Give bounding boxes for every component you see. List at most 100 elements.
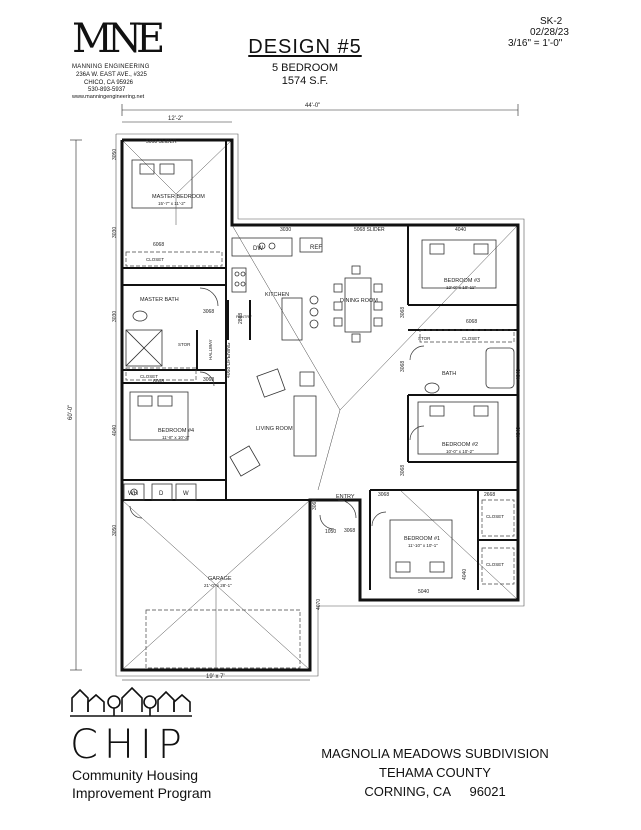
fixture-d: D	[159, 491, 164, 497]
fixture-wh: WH	[128, 491, 138, 497]
master-bed	[131, 159, 193, 209]
label-slider-main: 5068 SLIDER	[354, 227, 385, 233]
room-stor-b3: STOR	[418, 336, 431, 341]
chip-logo-text: CHIP	[70, 722, 188, 768]
room-master-bath: MASTER BATH	[140, 297, 179, 303]
sheet-number: SK-2	[540, 16, 563, 27]
room-bedroom3-size: 12'-0" x 10'-11"	[446, 285, 476, 290]
label-win-5040: 5040	[418, 589, 429, 595]
fixture-dw: DW	[253, 246, 263, 252]
company-city: CHICO, CA 95926	[84, 80, 134, 86]
bedroom2-bed	[417, 401, 499, 455]
sofa	[293, 395, 317, 457]
room-master-closet: CLOSET	[146, 257, 164, 262]
kitchen-island	[281, 297, 303, 341]
subdivision-zip: 96021	[469, 784, 506, 799]
label-opening-4068: 4068 OPENING	[226, 342, 232, 378]
room-living: LIVING ROOM	[256, 426, 293, 432]
label-door-1050: 1050	[325, 529, 336, 535]
armchair-1	[256, 368, 286, 398]
room-dining: DINING ROOM	[340, 298, 378, 304]
label-win-garage: 3050	[112, 525, 118, 536]
label-door-b3-closet: 6068	[466, 319, 477, 325]
room-kitchen: KITCHEN	[265, 292, 289, 298]
design-title: DESIGN #5	[248, 36, 362, 58]
company-web: www.manningengineering.net	[72, 94, 145, 100]
dim-overall-depth: 60'-0"	[68, 405, 74, 420]
room-garage: GARAGE	[208, 576, 232, 582]
room-closet-2: CLOSET	[486, 562, 504, 567]
exterior-walls	[120, 138, 520, 672]
kitchen-counter	[231, 237, 293, 257]
label-win-b1: 4040	[462, 569, 468, 580]
logo-mark: MNE	[72, 16, 165, 62]
label-door-garage: 3068	[312, 499, 318, 510]
label-win-b2: 4040	[516, 427, 522, 438]
label-door-hall: 3068	[203, 309, 214, 315]
room-bedroom2: BEDROOM #2	[442, 442, 478, 448]
chip-line-2: Improvement Program	[72, 785, 212, 801]
room-bath: BATH	[442, 371, 456, 377]
label-win-mbath: 3030	[112, 311, 118, 322]
company-logo: MNE	[72, 16, 165, 64]
room-b3-closet: CLOSET	[462, 336, 480, 341]
square-footage: 1574 S.F.	[281, 75, 329, 87]
label-win-bath: 4040	[516, 369, 522, 380]
room-pantry: PANTRY	[236, 314, 252, 319]
shower	[125, 329, 163, 367]
bathtub	[485, 347, 515, 389]
label-win-master-3050: 3050	[112, 149, 118, 160]
bedroom-count: 5 BEDROOM	[271, 62, 338, 74]
label-door-bath: 3068	[400, 361, 406, 372]
room-bedroom1: BEDROOM #1	[404, 536, 440, 542]
armchair-2	[229, 445, 261, 477]
sheet-date: 02/28/23	[530, 27, 569, 38]
room-stor-hall: STOR	[178, 342, 191, 347]
dim-garage-width: 19' x 7'	[206, 674, 225, 680]
subdivision-name: MAGNOLIA MEADOWS SUBDIVISION	[321, 746, 549, 761]
room-master-bedroom-size: 15'-7" x 11'-2"	[158, 201, 186, 206]
room-garage-size: 21'-0" x 28'-1"	[204, 583, 232, 588]
label-win-kitchen: 3030	[280, 227, 291, 233]
label-door-b3: 3068	[400, 307, 406, 318]
room-bedroom3: BEDROOM #3	[444, 278, 480, 284]
sheet-scale: 3/16" = 1'-0"	[508, 38, 563, 49]
room-entry: ENTRY	[336, 494, 355, 500]
label-win-master-3030: 3030	[112, 227, 118, 238]
bedroom3-bed	[421, 239, 497, 289]
master-toilet	[132, 310, 148, 322]
fridge	[299, 237, 323, 253]
label-slider-master: 5068 SLIDER	[146, 139, 177, 145]
company-address: 236A W. EAST AVE., #325	[76, 72, 147, 78]
bedroom1-bed	[389, 519, 453, 579]
subdivision-county: TEHAMA COUNTY	[379, 765, 491, 780]
label-door-master-closet: 6068	[153, 242, 164, 248]
subdivision-city: CORNING, CA	[364, 784, 451, 799]
room-bedroom1-size: 11'-10" x 10'-1"	[408, 543, 438, 548]
room-b4-closet: CLOSET	[140, 374, 158, 379]
label-door-2668: 2668	[484, 492, 495, 498]
label-door-b4: 3068	[203, 377, 214, 383]
label-door-b1: 3068	[378, 492, 389, 498]
dim-overall-width: 44'-0"	[305, 103, 320, 109]
label-door-b4-closet: 6068	[153, 379, 164, 385]
room-bedroom2-size: 10'-0" x 10'-2"	[446, 449, 474, 454]
label-win-b3: 4040	[455, 227, 466, 233]
bath-toilet	[424, 382, 440, 394]
label-door-b2: 3068	[400, 465, 406, 476]
label-door-pantry: 2868	[238, 313, 244, 324]
chip-line-1: Community Housing	[72, 767, 199, 783]
company-phone: 530-893-5937	[88, 87, 126, 93]
label-door-entry: 3068	[344, 528, 355, 534]
label-door-4070: 4070	[316, 599, 322, 610]
room-bedroom4-size: 11'-8" x 10'-2"	[162, 435, 190, 440]
dining-table	[344, 277, 372, 333]
company-name: MANNING ENGINEERING	[72, 64, 150, 70]
subdivision-location: CORNING, CA 96021	[300, 784, 570, 799]
room-master-bedroom: MASTER BEDROOM	[152, 194, 205, 200]
fixture-w: W	[183, 491, 189, 497]
bedroom4-bed	[129, 391, 189, 441]
chip-house-icons	[70, 686, 192, 717]
room-closet-1: CLOSET	[486, 514, 504, 519]
